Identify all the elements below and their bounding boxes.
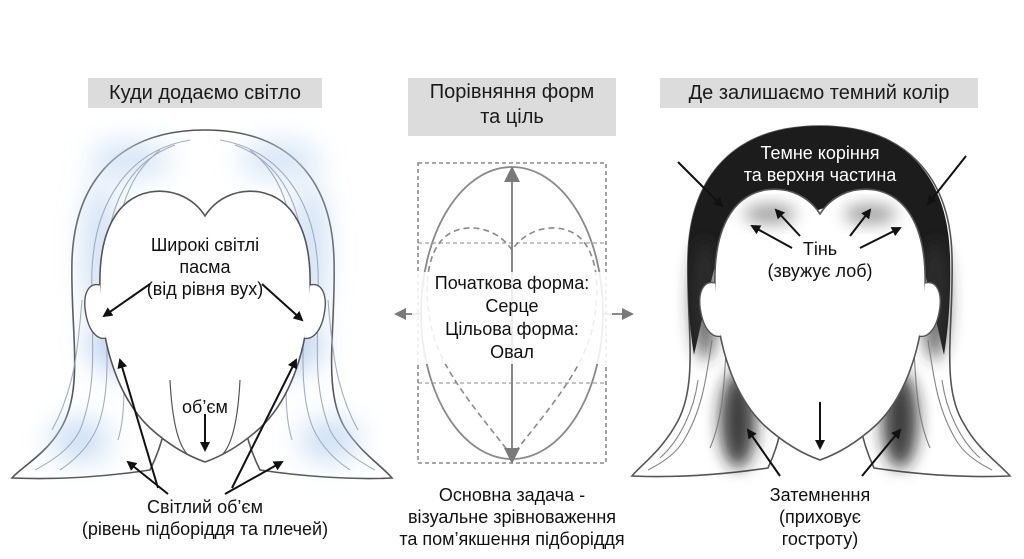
header-center-line1: Порівняння форм (429, 81, 595, 103)
header-right: Де залишаємо темний колір (660, 78, 978, 108)
label-darkening: Затемнення (приховує гостроту) (755, 484, 885, 550)
target-shape-line1: Цільова форма: (445, 319, 579, 339)
label-shape-initial-target: Початкова форма: Серце Цільова форма: Ов… (412, 272, 612, 364)
darkening-line1: Затемнення (769, 485, 871, 505)
right-hair-figure (630, 125, 1012, 478)
darkening-line3: гостроту) (781, 529, 859, 549)
left-face (99, 190, 311, 463)
label-volume: об’єм (182, 397, 228, 417)
light-volume-line2: (рівень підборіддя та плечей) (81, 519, 329, 539)
initial-shape-line1: Початкова форма: (434, 273, 590, 293)
task-line2: візуальне зрівноваження (407, 507, 617, 527)
label-main-task: Основна задача - візуальне зрівноваження… (372, 484, 652, 550)
wide-strands-line3: (від рівня вух) (146, 279, 264, 299)
header-left: Куди додаємо світло (88, 78, 322, 108)
darkening-line2: (приховує (779, 507, 861, 527)
wide-strands-line1: Широкі світлі (150, 235, 260, 255)
dark-hair-top (687, 126, 951, 355)
task-line1: Основна задача - (438, 485, 586, 505)
target-shape-line2: Овал (490, 342, 534, 362)
label-wide-strands: Широкі світлі пасма (від рівня вух) (110, 234, 300, 300)
label-light-volume: Світлий об’єм (рівень підборіддя та плеч… (50, 496, 360, 540)
wide-strands-line2: пасма (179, 257, 231, 277)
dark-roots-line2: та верхня частина (743, 165, 897, 185)
label-shadow: Тінь (звужує лоб) (760, 238, 880, 282)
label-dark-roots: Темне коріння та верхня частина (735, 142, 905, 186)
right-face (714, 188, 926, 461)
initial-shape-line2: Серце (485, 296, 539, 316)
light-volume-line1: Світлий об’єм (147, 497, 263, 517)
header-center-line2: та ціль (480, 106, 544, 128)
left-hair-figure (10, 129, 394, 495)
shadow-line2: (звужує лоб) (767, 261, 873, 281)
dark-roots-line1: Темне коріння (760, 143, 880, 163)
header-center: Порівняння форм та ціль (408, 78, 616, 136)
task-line3: та пом’якшення підборіддя (399, 529, 625, 549)
shadow-line1: Тінь (802, 239, 838, 259)
